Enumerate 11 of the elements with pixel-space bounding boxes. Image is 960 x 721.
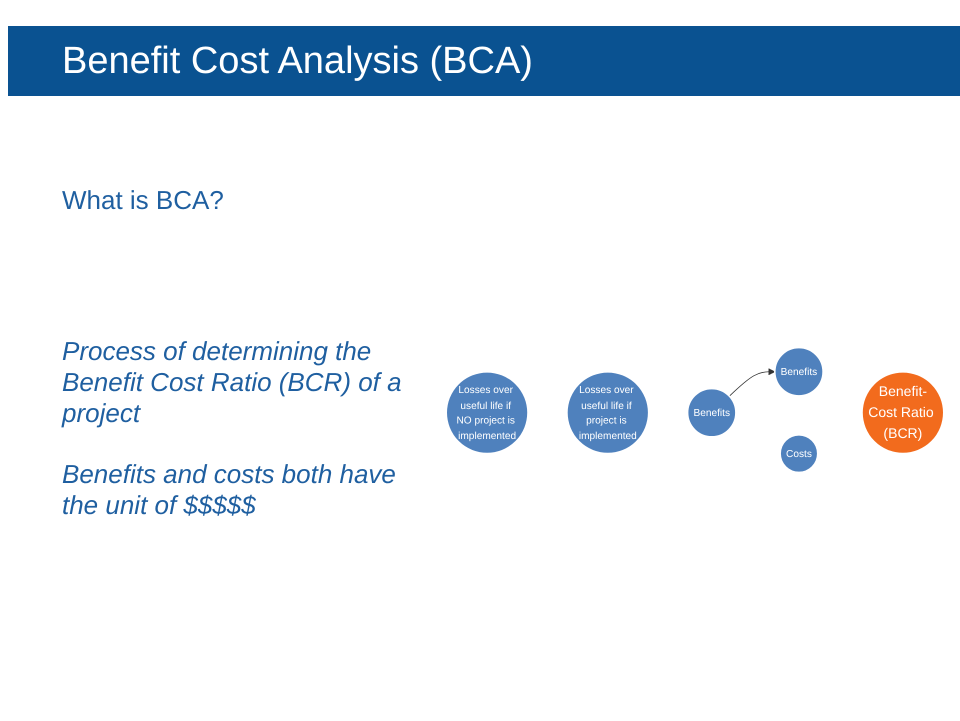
- node-circle: Benefit-Cost Ratio (BCR): [861, 371, 945, 454]
- question-text: What is BCA?: [62, 185, 225, 216]
- node-circle: Costs: [779, 434, 818, 474]
- node-circle: Losses over useful life if project is implemented: [566, 371, 650, 454]
- node-circle: Benefits: [686, 388, 737, 438]
- node-circle: Benefits: [774, 346, 824, 397]
- note-text: Benefits and costs both have the unit of $$$$$: [62, 459, 397, 521]
- note-text: Process of determining the Benefit Cost Ratio (BCR) of a project: [62, 336, 403, 429]
- node-circle: Losses over useful life if NO project is implemented: [445, 371, 529, 454]
- title: Benefit Cost Analysis (BCA): [8, 26, 960, 96]
- arrow: [728, 368, 776, 397]
